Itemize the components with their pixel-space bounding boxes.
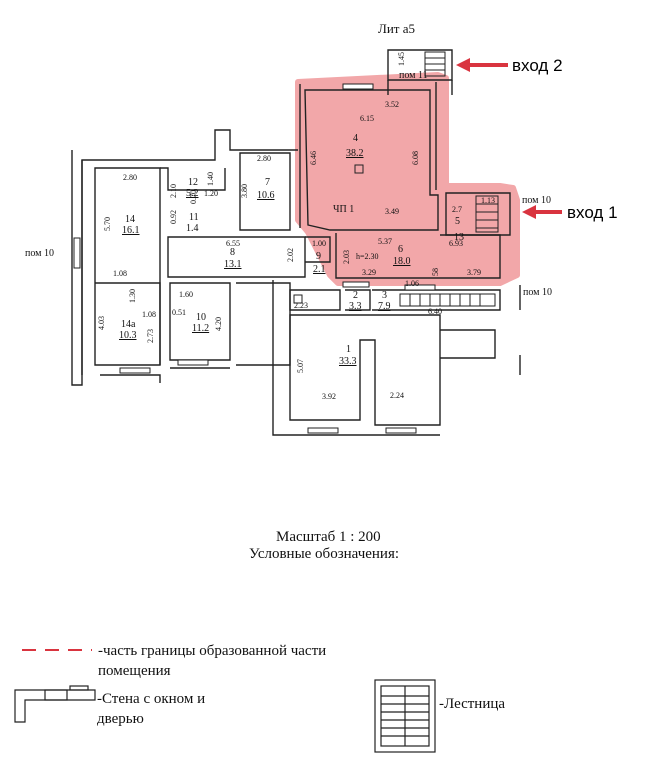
- dim-0-70: 0.70: [189, 190, 198, 204]
- dim-58: 58: [431, 268, 440, 276]
- room-13-number: 13: [454, 232, 464, 243]
- dim-5-37: 5.37: [378, 237, 392, 246]
- room-11-area: 1.4: [186, 223, 199, 234]
- room-1-area: 33.3: [339, 356, 357, 367]
- dim-2-10: 2.10: [169, 184, 178, 198]
- legend-dashed-text: -часть границы образованной части помеще…: [98, 643, 327, 679]
- room-14-area: 16.1: [122, 225, 140, 236]
- ref-pom-11: пом 11: [399, 70, 428, 81]
- dim-2-80-a: 2.80: [257, 154, 271, 163]
- room-12-area: 5.2: [186, 188, 199, 199]
- ref-chp-1: ЧП 1: [333, 204, 354, 215]
- dim-3-79: 3.79: [467, 268, 481, 277]
- room-7-number: 7: [265, 177, 270, 188]
- dim-3-52: 3.52: [385, 100, 399, 109]
- openings: [73, 83, 436, 434]
- room-11-number: 11: [189, 212, 199, 223]
- room-8-area: 13.1: [224, 259, 242, 270]
- dim-1-00: 1.00: [312, 239, 326, 248]
- dim-1-08-b: 1.08: [142, 310, 156, 319]
- dim-2-80-b: 2.80: [123, 173, 137, 182]
- room-12-number: 12: [188, 177, 198, 188]
- room-14a-number: 14а: [121, 319, 136, 330]
- dim-1-20: 1.20: [204, 189, 218, 198]
- room-14a-area: 10.3: [119, 330, 137, 341]
- dim-6-08: 6.08: [411, 151, 420, 165]
- room-4-area: 38.2: [346, 148, 364, 159]
- legend-title: Условные обозначения:: [249, 546, 400, 562]
- dim-1-06: 1.06: [405, 279, 419, 288]
- room-2-number: 2: [353, 290, 358, 301]
- room-6-number: 6: [398, 244, 403, 255]
- dim-1-60: 1.60: [179, 290, 193, 299]
- entrance-1-label[interactable]: вход 1: [567, 203, 618, 222]
- dim-5-70: 5.70: [103, 217, 112, 231]
- room-5-number: 5: [455, 216, 460, 227]
- room-7-area: 10.6: [257, 190, 275, 201]
- legend-wall-text: -Стена с окном и дверью: [97, 691, 206, 727]
- dim-1-08-a: 1.08: [113, 269, 127, 278]
- stairs-group: [399, 51, 499, 307]
- room-2-area: 3.3: [349, 301, 362, 312]
- dim-3-49: 3.49: [385, 207, 399, 216]
- dim-0-92: 0.92: [169, 210, 178, 224]
- ref-pom-10-right-2: пом 10: [523, 287, 552, 298]
- dim-3-92: 3.92: [322, 392, 336, 401]
- stair-symbol: [374, 679, 436, 753]
- dim-1-13: 1.13: [481, 196, 495, 205]
- ref-pom-10-right-1: пом 10: [522, 195, 551, 206]
- room-8-number: 8: [230, 247, 235, 258]
- room-6-area: 18.0: [393, 256, 411, 267]
- dim-2-73: 2.73: [146, 329, 155, 343]
- entrance-2-label[interactable]: вход 2: [512, 56, 563, 75]
- dim-2-23: 2.23: [294, 301, 308, 310]
- room-14-number: 14: [125, 214, 135, 225]
- dim-2-24: 2.24: [390, 391, 404, 400]
- dim-6-46: 6.46: [309, 151, 318, 165]
- dim-2-03: 2.03: [342, 250, 351, 264]
- room-3-number: 3: [382, 290, 387, 301]
- dim-6-40: 6.40: [428, 307, 442, 316]
- lit-label: Лит а5: [378, 21, 415, 36]
- entrance-arrows: [456, 58, 562, 219]
- highlighted-premises: [295, 72, 520, 286]
- dim-1-30: 1.30: [128, 289, 137, 303]
- column-mark: [354, 164, 364, 174]
- dim-6-93: 6.93: [449, 239, 463, 248]
- dim-2-7: 2.7: [452, 205, 462, 214]
- dim-6-15: 6.15: [360, 114, 374, 123]
- dim-3-29: 3.29: [362, 268, 376, 277]
- wall-symbol: [14, 685, 96, 723]
- room-1-number: 1: [346, 344, 351, 355]
- dim-0-51: 0.51: [172, 308, 186, 317]
- dim-3-80: 3.80: [240, 184, 249, 198]
- room-9-number: 9: [316, 251, 321, 262]
- room-3-area: 7.9: [378, 301, 391, 312]
- dim-1-45: 1.45: [397, 52, 406, 66]
- dim-5-07: 5.07: [296, 359, 305, 373]
- dim-2-02: 2.02: [286, 248, 295, 262]
- dim-1-40: 1.40: [206, 172, 215, 186]
- scale-title: Масштаб 1 : 200: [276, 529, 381, 545]
- ref-pom-10-left: пом 10: [25, 248, 54, 259]
- room-10-number: 10: [196, 312, 206, 323]
- room-4-number: 4: [353, 133, 358, 144]
- dim-h: h=2.30: [356, 252, 379, 261]
- dim-6-55: 6.55: [226, 239, 240, 248]
- room-9-area: 2.1: [313, 264, 326, 275]
- dim-4-20: 4.20: [214, 317, 223, 331]
- dim-4-03: 4.03: [97, 316, 106, 330]
- room-10-area: 11.2: [192, 323, 209, 334]
- legend-stair-text: -Лестница: [439, 696, 506, 712]
- outer-walls: [71, 49, 521, 436]
